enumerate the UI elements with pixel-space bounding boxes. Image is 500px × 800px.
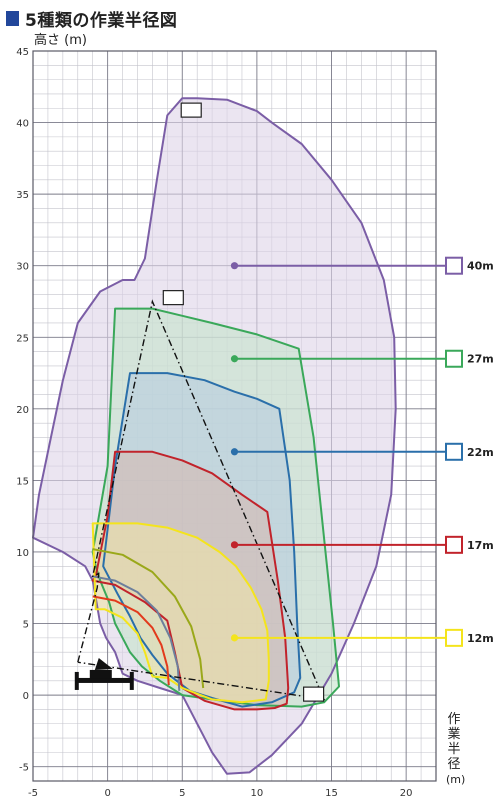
size-label-40m: 40m bbox=[467, 260, 494, 273]
marker-27m bbox=[230, 355, 239, 363]
legend-box-40m bbox=[445, 256, 463, 275]
boom-tip-box bbox=[180, 102, 202, 118]
x-tick-label: -5 bbox=[28, 788, 38, 799]
legend-box-12m bbox=[445, 628, 463, 647]
size-label-17m: 17m bbox=[467, 539, 494, 552]
size-label-27m: 27m bbox=[467, 353, 494, 366]
truck-cab bbox=[89, 669, 112, 679]
x-axis-label-char: 半 bbox=[447, 742, 461, 757]
y-tick-label: -5 bbox=[19, 763, 29, 774]
title-text: 5種類の作業半径図 bbox=[25, 10, 178, 31]
x-axis-label-char: (m) bbox=[446, 773, 466, 786]
truck-base bbox=[76, 677, 132, 683]
marker-17m bbox=[230, 541, 239, 549]
truck-boom-base bbox=[94, 657, 113, 670]
y-tick-label: 45 bbox=[16, 47, 29, 58]
envelope-fill-12m bbox=[92, 523, 269, 703]
y-tick-label: 25 bbox=[16, 333, 29, 344]
x-axis-label: 作 業 半 径 (m) bbox=[446, 712, 466, 787]
envelope-outline-22m bbox=[102, 372, 302, 708]
x-axis-label-char: 作 bbox=[447, 712, 461, 727]
inner-arc bbox=[92, 595, 170, 686]
plot-frame bbox=[32, 50, 437, 782]
marker-12m bbox=[230, 634, 239, 642]
title-square bbox=[6, 10, 19, 26]
y-tick-label: 20 bbox=[16, 405, 29, 416]
marker-22m bbox=[230, 448, 239, 456]
x-tick-label: 10 bbox=[251, 788, 264, 799]
x-tick-label: 20 bbox=[400, 788, 413, 799]
y-tick-label: 40 bbox=[16, 119, 29, 130]
y-tick-label: 10 bbox=[16, 548, 29, 559]
chart-title: 5種類の作業半径図 bbox=[6, 6, 178, 31]
marker-40m bbox=[230, 262, 239, 270]
x-tick-label: 0 bbox=[104, 788, 110, 799]
legend-box-17m bbox=[445, 535, 463, 554]
inner-arc bbox=[92, 548, 205, 689]
boom-tip-box bbox=[162, 290, 184, 306]
y-tick-label: 0 bbox=[23, 691, 29, 702]
size-label-12m: 12m bbox=[467, 632, 494, 645]
y-tick-label: 5 bbox=[23, 620, 29, 631]
size-label-22m: 22m bbox=[467, 446, 494, 459]
x-axis-label-char: 業 bbox=[447, 727, 461, 742]
x-tick-label: 15 bbox=[325, 788, 338, 799]
x-axis-label-char: 径 bbox=[447, 757, 461, 772]
legend-box-22m bbox=[445, 442, 463, 461]
x-tick-label: 5 bbox=[179, 788, 185, 799]
y-tick-label: 30 bbox=[16, 262, 29, 273]
envelope-outline-40m bbox=[32, 97, 397, 775]
envelope-outline-12m bbox=[91, 522, 270, 704]
boom-tip-box bbox=[303, 686, 325, 702]
truck-icon bbox=[74, 657, 134, 690]
y-tick-label: 35 bbox=[16, 190, 29, 201]
legend-box-27m bbox=[445, 349, 463, 368]
inner-arc bbox=[92, 575, 181, 691]
y-tick-label: 15 bbox=[16, 476, 29, 487]
y-axis-label: 高さ (m) bbox=[34, 33, 87, 48]
